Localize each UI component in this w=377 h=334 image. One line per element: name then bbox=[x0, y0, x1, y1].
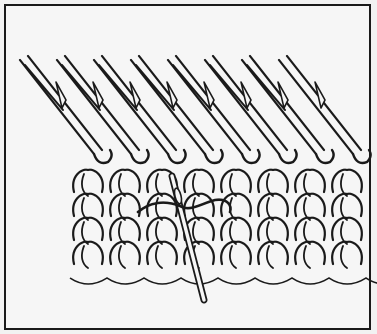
needle-hook bbox=[205, 150, 223, 163]
knit-stitch bbox=[110, 170, 140, 196]
stitch-leg bbox=[119, 246, 125, 268]
knit-stitch bbox=[258, 170, 288, 196]
stitch-loop bbox=[110, 218, 140, 240]
knit-stitch bbox=[73, 242, 103, 268]
knit-stitch bbox=[221, 194, 251, 220]
needle-hook bbox=[168, 150, 186, 163]
needle-hook bbox=[353, 150, 371, 163]
stitch-loop bbox=[295, 194, 325, 216]
stitch-leg bbox=[267, 246, 273, 268]
stitch-loop bbox=[332, 218, 362, 240]
knit-stitch bbox=[221, 242, 251, 268]
stitch-loop bbox=[332, 242, 362, 264]
stitch-loop bbox=[258, 194, 288, 216]
needle-hook bbox=[94, 150, 112, 163]
latch-needles-group bbox=[20, 56, 371, 163]
knit-stitch bbox=[221, 218, 251, 244]
knit-stitch bbox=[110, 194, 140, 220]
needle-hook bbox=[279, 150, 297, 163]
knit-stitch bbox=[258, 242, 288, 268]
stitch-loop bbox=[73, 218, 103, 240]
stitch-loop bbox=[110, 170, 140, 192]
needle-shaft bbox=[20, 60, 94, 154]
knit-stitch bbox=[184, 170, 214, 196]
stitch-leg bbox=[304, 246, 310, 268]
knit-stitch bbox=[147, 194, 177, 220]
knit-stitch bbox=[295, 218, 325, 244]
stitch-loop bbox=[258, 218, 288, 240]
stitch-loop bbox=[258, 242, 288, 264]
stitch-loop bbox=[295, 242, 325, 264]
stitch-leg bbox=[156, 246, 162, 268]
knitted-fabric-group bbox=[70, 170, 377, 284]
stitch-leg bbox=[82, 246, 88, 268]
knit-stitch bbox=[147, 218, 177, 244]
knit-stitch bbox=[295, 194, 325, 220]
stitch-loop bbox=[73, 242, 103, 264]
knit-stitch bbox=[110, 218, 140, 244]
knit-stitch bbox=[332, 170, 362, 196]
stitch-leg bbox=[341, 246, 347, 268]
stitch-loop bbox=[221, 218, 251, 240]
stitch-loop bbox=[73, 194, 103, 216]
knit-stitch bbox=[258, 218, 288, 244]
stitch-loop bbox=[184, 170, 214, 192]
knit-stitch bbox=[258, 194, 288, 220]
knit-stitch bbox=[73, 170, 103, 196]
stitch-loop bbox=[110, 194, 140, 216]
stitch-loop bbox=[295, 170, 325, 192]
knit-stitch bbox=[332, 218, 362, 244]
stitch-loop bbox=[221, 194, 251, 216]
knit-stitch bbox=[73, 218, 103, 244]
knit-stitch bbox=[147, 242, 177, 268]
stitch-leg bbox=[230, 246, 236, 268]
stitch-loop bbox=[147, 242, 177, 264]
knit-stitch bbox=[332, 242, 362, 268]
knit-stitch bbox=[295, 242, 325, 268]
knit-stitch bbox=[73, 194, 103, 220]
stitch-loop bbox=[221, 170, 251, 192]
stitch-loop bbox=[110, 242, 140, 264]
needle-hook bbox=[316, 150, 334, 163]
needle-hook bbox=[242, 150, 260, 163]
knit-stitch bbox=[295, 170, 325, 196]
stitch-loop bbox=[258, 170, 288, 192]
knit-stitch bbox=[221, 170, 251, 196]
needle-hook bbox=[131, 150, 149, 163]
knit-stitch bbox=[332, 194, 362, 220]
stitch-loop bbox=[221, 242, 251, 264]
stitch-loop bbox=[295, 218, 325, 240]
stitch-loop bbox=[73, 170, 103, 192]
stitch-loop bbox=[332, 194, 362, 216]
stitch-loop bbox=[147, 218, 177, 240]
knit-stitch bbox=[110, 242, 140, 268]
fabric-bottom-edge bbox=[70, 278, 377, 284]
stitch-loop bbox=[332, 170, 362, 192]
